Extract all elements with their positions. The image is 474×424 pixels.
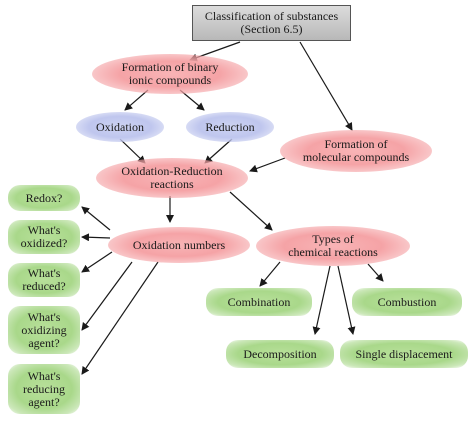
oxidation-node: Oxidation [76, 112, 164, 142]
molecular-compounds-node: Formation of molecular compounds [280, 130, 432, 172]
combination-box: Combination [206, 288, 312, 316]
arrow-oxnumbers-to-oxidizedq [81, 233, 111, 242]
decomposition-box: Decomposition [226, 340, 334, 368]
reduction-node: Reduction [186, 112, 274, 142]
arrow-oxnumbers-to-oxidizingq [81, 261, 133, 331]
arrow-oxnumbers-to-reducedq [81, 251, 113, 273]
single-displacement-box: Single displacement [340, 340, 468, 368]
whats-oxidizing-agent-box: What's oxidizing agent? [8, 306, 80, 354]
combustion-box: Combustion [352, 288, 462, 316]
arrow-types-to-decomposition [312, 265, 331, 335]
whats-oxidized-box: What's oxidized? [8, 220, 80, 254]
arrow-oxnumbers-to-redoxq [81, 206, 111, 231]
redox-question-box: Redox? [8, 185, 80, 211]
arrow-classification-to-molecular [299, 41, 353, 131]
arrow-types-to-combustion [367, 263, 384, 282]
arrow-reduction-to-redox [204, 138, 233, 164]
arrow-molecular-to-redox [249, 157, 286, 173]
whats-reduced-box: What's reduced? [8, 263, 80, 297]
arrow-oxnumbers-to-reducingq [81, 261, 159, 375]
types-of-reactions-node: Types of chemical reactions [256, 226, 410, 266]
oxidation-numbers-node: Oxidation numbers [108, 227, 250, 263]
redox-reactions-node: Oxidation-Reduction reactions [96, 158, 248, 198]
arrow-types-to-single-displacement [337, 265, 356, 335]
classification-box: Classification of substances (Section 6.… [192, 5, 351, 41]
whats-reducing-agent-box: What's reducing agent? [8, 364, 80, 414]
arrow-binary-to-oxidation [124, 89, 149, 111]
arrow-redox-to-types [229, 191, 273, 231]
binary-ionic-node: Formation of binary ionic compounds [92, 54, 248, 94]
arrow-types-to-combination [259, 261, 281, 287]
